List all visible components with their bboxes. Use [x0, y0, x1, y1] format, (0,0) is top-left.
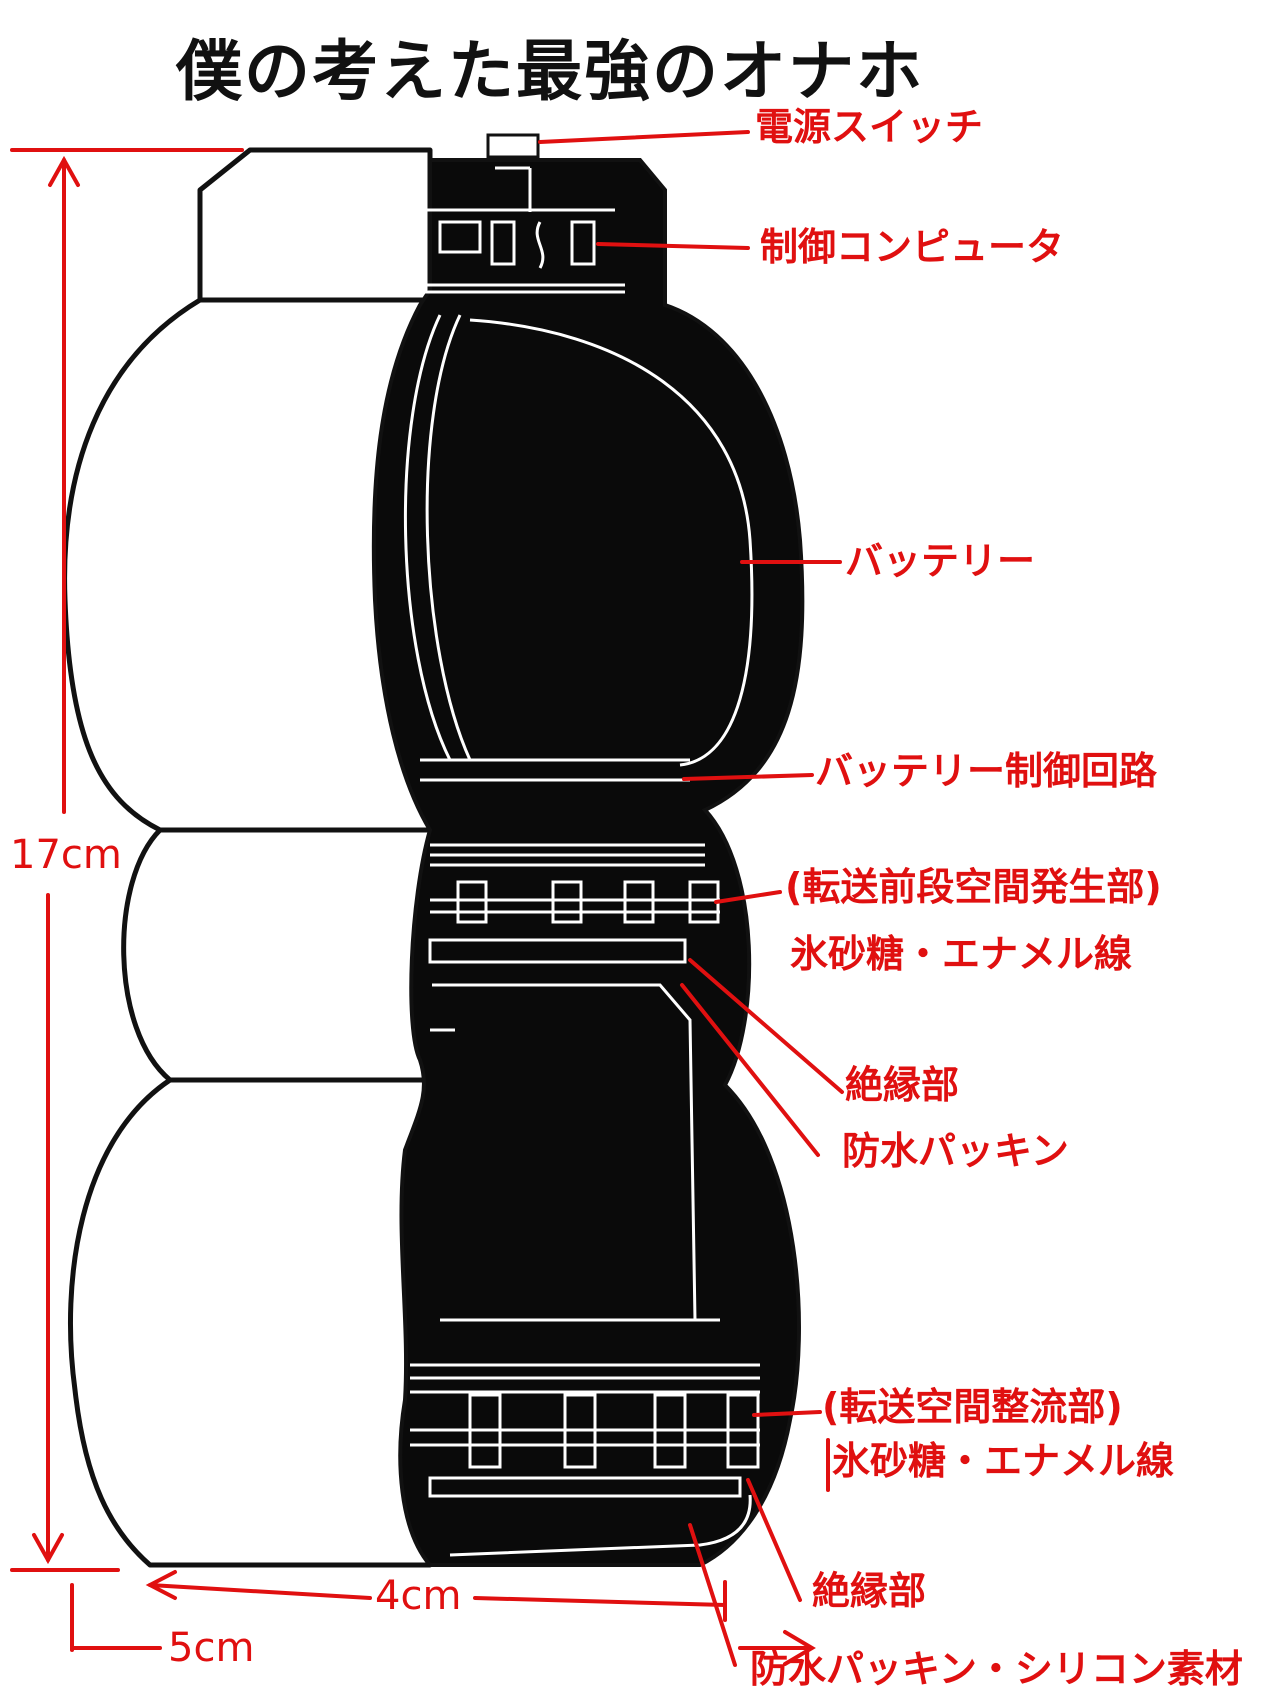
label-rock-sugar-enamel-wire-2: 氷砂糖・エナメル線	[832, 1439, 1175, 1483]
label-battery: バッテリー	[845, 539, 1036, 583]
dimension-outer-width: 5cm	[168, 1625, 255, 1671]
label-insulation-2: 絶縁部	[812, 1569, 927, 1613]
label-insulation-1: 絶縁部	[845, 1063, 960, 1107]
space-rectifier-coils	[410, 1363, 760, 1557]
label-control-computer: 制御コンピュータ	[760, 225, 1065, 269]
label-front-stage-space-generator: (転送前段空間発生部)	[785, 865, 1162, 909]
label-rock-sugar-enamel-wire-1: 氷砂糖・エナメル線	[790, 932, 1133, 976]
dimension-lines	[10, 148, 816, 1666]
transfer-tube	[430, 983, 720, 1322]
battery-icon	[403, 314, 754, 782]
dimension-height: 17cm	[10, 832, 122, 878]
leader-lines	[538, 130, 844, 1667]
label-battery-control-circuit: バッテリー制御回路	[815, 749, 1158, 793]
label-waterproof-packing-silicone: 防水パッキン・シリコン素材	[750, 1647, 1243, 1691]
label-power-switch: 電源スイッチ	[755, 105, 984, 149]
bottle-outer-shell	[62, 147, 433, 1568]
bottle-cutaway	[371, 158, 805, 1567]
label-space-rectifier: (転送空間整流部)	[822, 1385, 1123, 1429]
control-computer-icon	[425, 208, 625, 294]
label-waterproof-packing-1: 防水パッキン	[842, 1129, 1069, 1173]
dimension-inner-width: 4cm	[375, 1573, 462, 1619]
page-title: 僕の考えた最強のオナホ	[176, 33, 924, 110]
power-switch-icon	[486, 133, 540, 212]
